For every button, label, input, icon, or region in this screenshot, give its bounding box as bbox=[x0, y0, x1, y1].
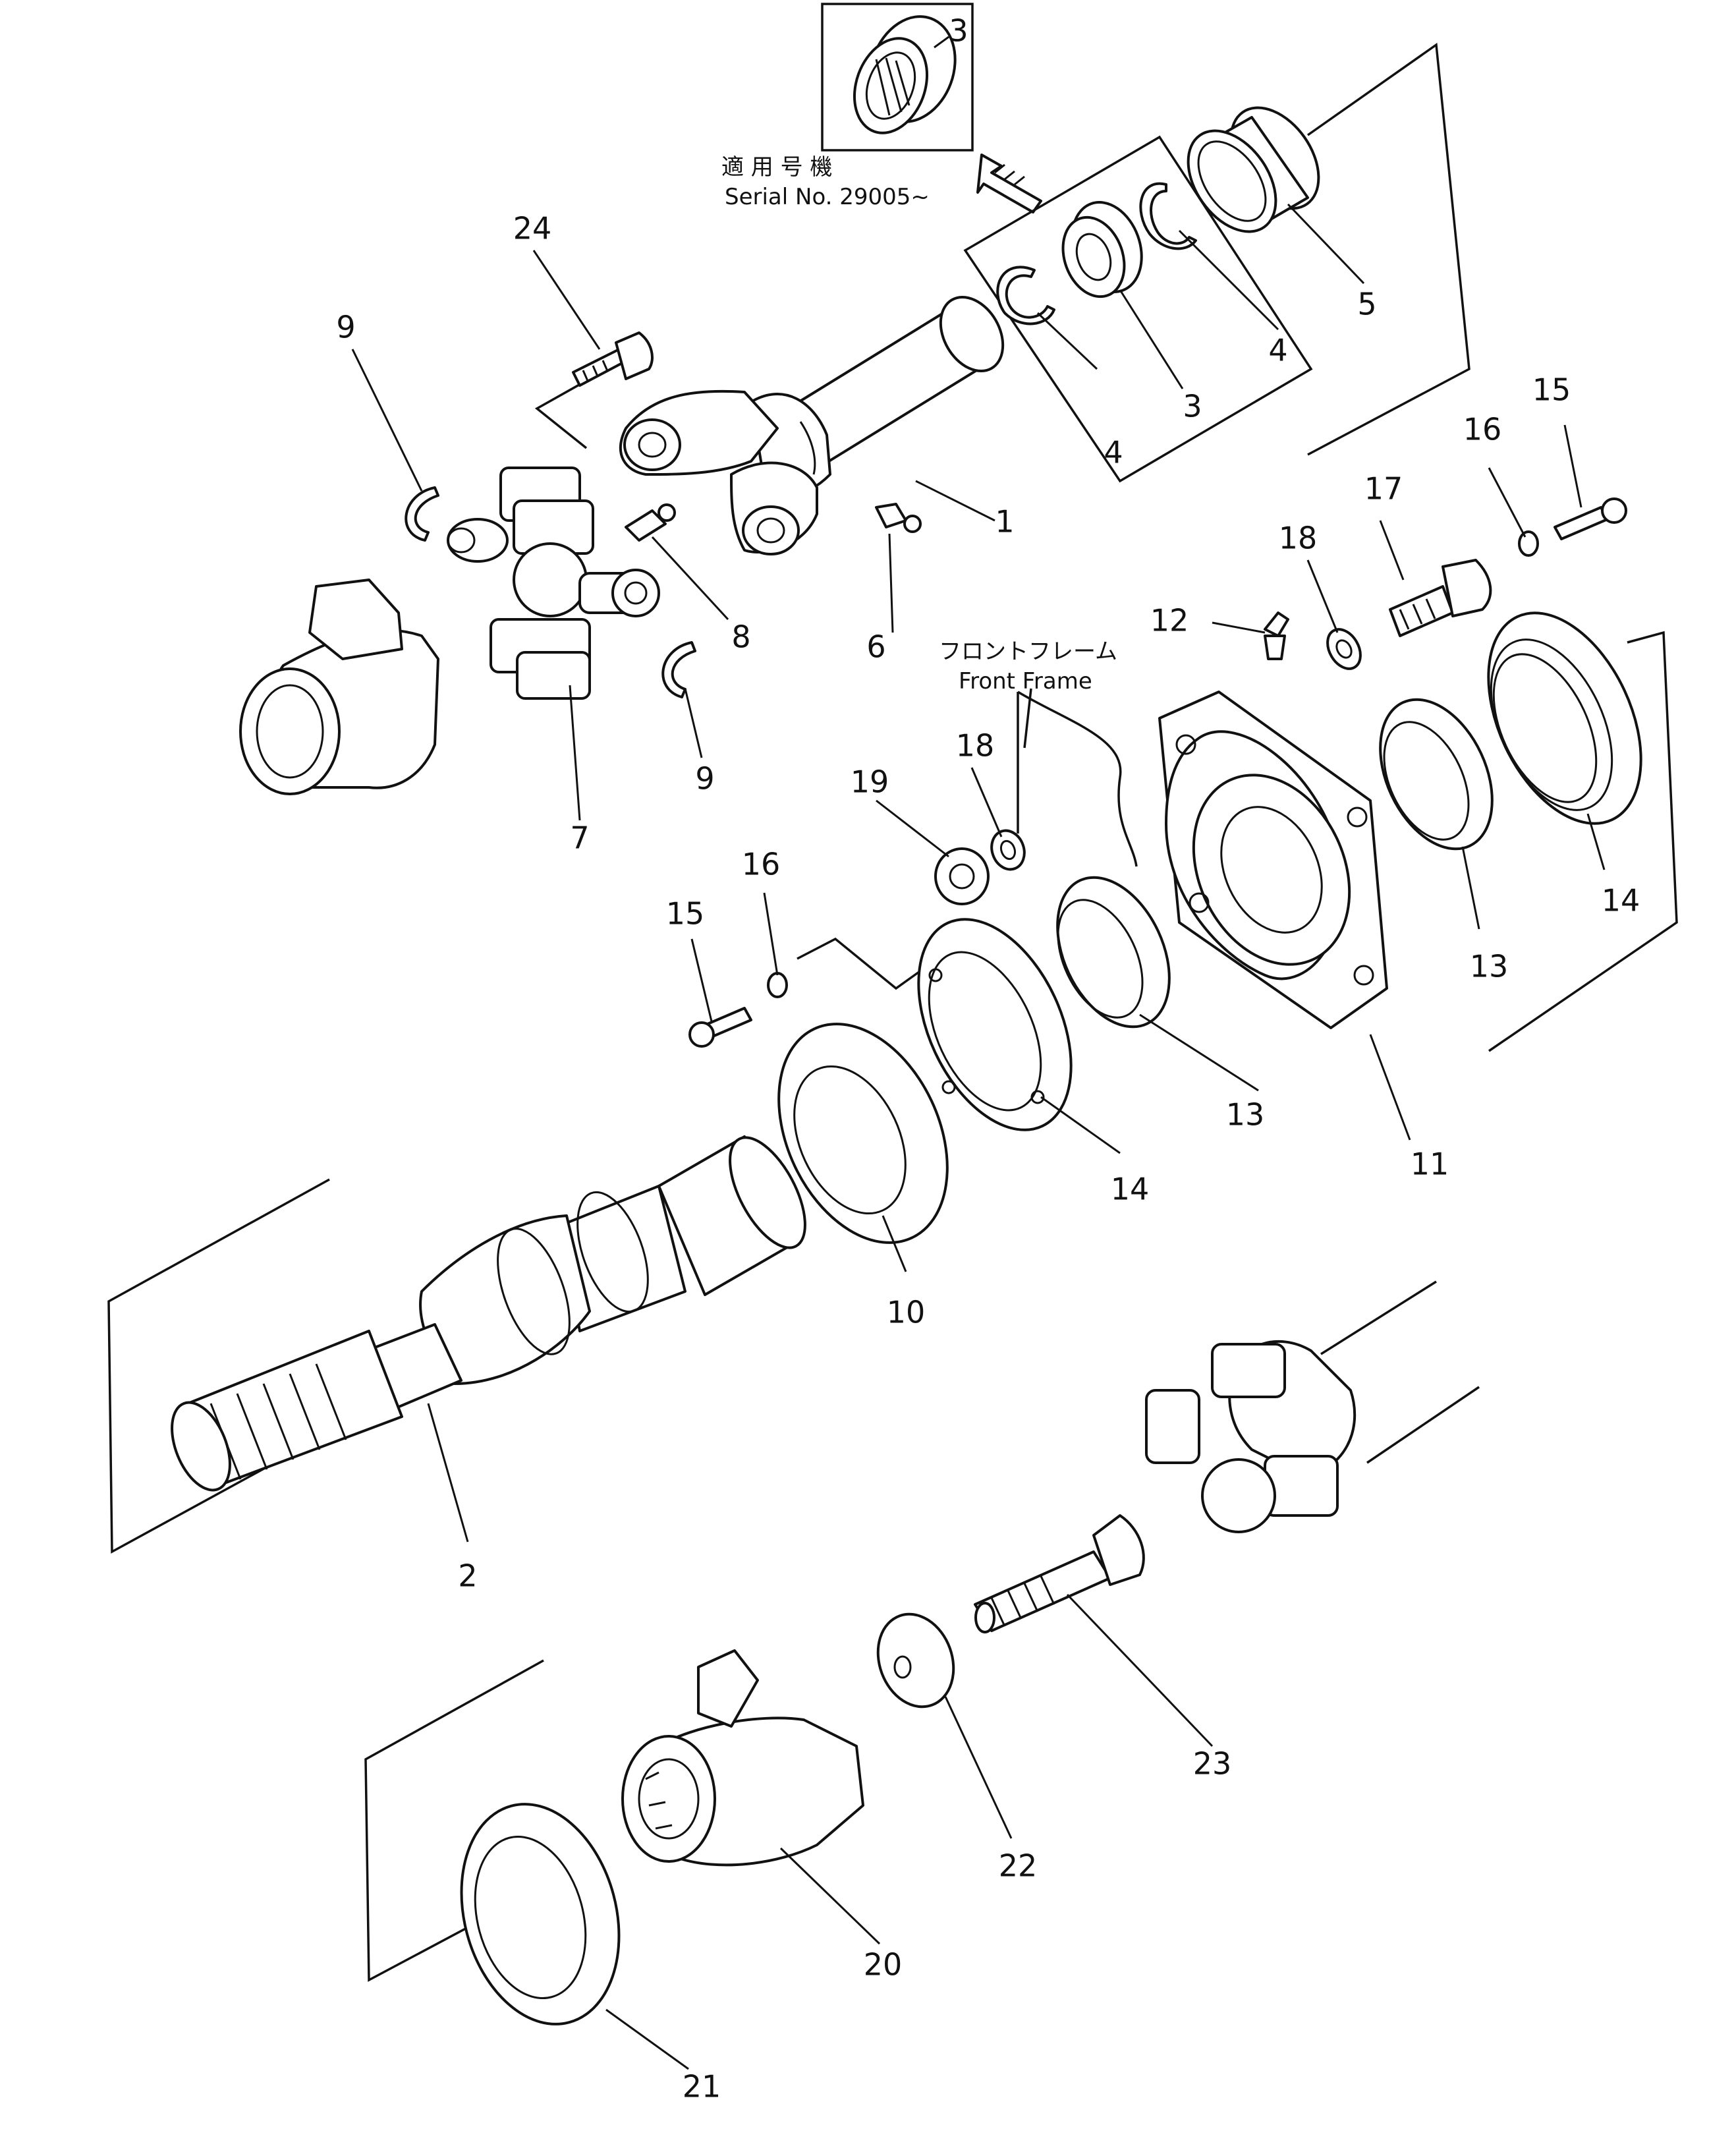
coupling-flange-20 bbox=[621, 1649, 864, 1867]
serial-arrow-icon bbox=[976, 154, 1042, 213]
bolt-23 bbox=[974, 1514, 1145, 1633]
label-part-10: 10 bbox=[887, 1295, 926, 1330]
label-part-9a: 9 bbox=[336, 310, 355, 345]
bolt-15a bbox=[1554, 497, 1627, 540]
flange-housing bbox=[239, 579, 439, 795]
label-part-4b: 4 bbox=[1268, 333, 1287, 368]
snap-ring-4b bbox=[1139, 182, 1197, 250]
bolt-15b bbox=[688, 1007, 752, 1048]
universal-joint-7 bbox=[447, 467, 660, 700]
grease-fitting-6 bbox=[875, 503, 922, 533]
label-part-16a: 16 bbox=[1463, 412, 1502, 447]
bushing-3 bbox=[1061, 201, 1143, 298]
label-part-13a: 13 bbox=[1470, 949, 1509, 984]
label-part-8: 8 bbox=[731, 619, 750, 655]
washer-18b bbox=[990, 829, 1026, 871]
label-part-5: 5 bbox=[1357, 287, 1376, 322]
label-part-12: 12 bbox=[1150, 603, 1189, 638]
label-part-9b: 9 bbox=[695, 761, 714, 797]
grease-fitting-8 bbox=[625, 503, 676, 542]
rear-universal-joint bbox=[1145, 1340, 1357, 1533]
bolt-24 bbox=[572, 331, 654, 387]
lock-washer-16a bbox=[1518, 530, 1539, 557]
seal-cover-14a bbox=[1487, 611, 1642, 825]
washer-22 bbox=[876, 1612, 955, 1709]
frame-lines bbox=[107, 42, 1678, 1982]
nut-19 bbox=[934, 847, 990, 905]
label-part-21: 21 bbox=[683, 2069, 721, 2105]
label-part-3: 3 bbox=[1183, 389, 1202, 424]
label-part-7: 7 bbox=[570, 820, 589, 856]
serial-note-english: Serial No. 29005~ bbox=[725, 184, 930, 210]
label-part-19: 19 bbox=[851, 764, 889, 800]
input-shaft-2 bbox=[171, 1135, 806, 1492]
bearing-housing-11 bbox=[1158, 691, 1388, 1029]
serial-inset: 3 bbox=[821, 3, 1042, 213]
label-part-2: 2 bbox=[458, 1558, 477, 1594]
label-part-15a: 15 bbox=[1532, 372, 1571, 408]
snap-ring-4a bbox=[996, 266, 1055, 326]
snap-ring-9b bbox=[661, 641, 696, 698]
grease-fitting-12 bbox=[1264, 611, 1289, 660]
label-part-1: 1 bbox=[995, 504, 1014, 540]
inset-bushing bbox=[853, 15, 957, 134]
front-frame-english: Front Frame bbox=[959, 668, 1092, 694]
seal-21 bbox=[460, 1803, 621, 2025]
seal-10 bbox=[777, 1023, 949, 1244]
lock-washer-16b bbox=[767, 972, 788, 998]
label-part-15b: 15 bbox=[666, 896, 705, 932]
label-part-4a: 4 bbox=[1104, 435, 1123, 470]
label-part-24: 24 bbox=[513, 211, 552, 246]
bearing-13b bbox=[1056, 876, 1171, 1029]
label-part-18a: 18 bbox=[1279, 521, 1318, 556]
slip-yoke-tube bbox=[619, 295, 1005, 555]
label-part-14a: 14 bbox=[1602, 883, 1640, 919]
collar-5 bbox=[1187, 106, 1320, 233]
label-part-6: 6 bbox=[866, 629, 885, 665]
label-part-23: 23 bbox=[1193, 1746, 1232, 1782]
label-part-11: 11 bbox=[1411, 1147, 1449, 1182]
leader-lines bbox=[351, 203, 1606, 2070]
label-part-17: 17 bbox=[1364, 471, 1403, 507]
bolt-17 bbox=[1389, 559, 1492, 637]
label-part-13b: 13 bbox=[1226, 1097, 1265, 1133]
label-part-16b: 16 bbox=[742, 847, 781, 882]
seal-cover-14b bbox=[917, 918, 1073, 1131]
label-part-18b: 18 bbox=[956, 728, 995, 764]
label-part-22: 22 bbox=[999, 1848, 1038, 1884]
inset-label: 3 bbox=[949, 13, 968, 49]
label-part-14b: 14 bbox=[1111, 1172, 1150, 1207]
bearing-13a bbox=[1379, 698, 1494, 851]
front-frame-japanese: フロントフレーム bbox=[939, 638, 1117, 665]
snap-ring-9a bbox=[405, 486, 439, 542]
washer-18a bbox=[1326, 628, 1362, 670]
label-part-20: 20 bbox=[864, 1947, 903, 1983]
serial-note-japanese: 適 用 号 機 bbox=[721, 154, 832, 181]
